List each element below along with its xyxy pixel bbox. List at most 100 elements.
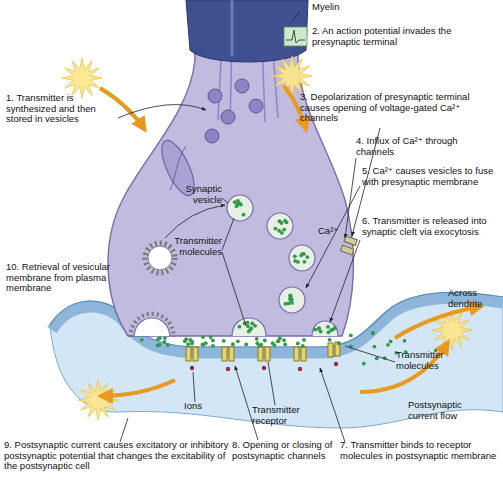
- transmitter-dot: [282, 228, 286, 232]
- axon-vesicle: [208, 89, 222, 103]
- part-label: Across dendrite: [448, 288, 500, 309]
- transmitter-dot: [280, 221, 284, 225]
- transmitter-dot: [188, 338, 192, 342]
- leader-line: [222, 252, 246, 326]
- transmitter-dot: [371, 331, 375, 335]
- transmitter-dot: [373, 345, 377, 349]
- transmitter-dot: [349, 334, 353, 338]
- transmitter-dot: [277, 229, 281, 233]
- transmitter-dot: [201, 342, 205, 346]
- transmitter-dot: [285, 220, 289, 224]
- leader-line: [235, 366, 258, 440]
- callout-text: 2. An action potential invades the presy…: [312, 26, 497, 47]
- ion: [262, 366, 266, 370]
- leader-line: [222, 218, 234, 250]
- receptor-subunit: [265, 347, 270, 361]
- transmitter-dot: [244, 343, 248, 347]
- leader-line: [268, 362, 275, 405]
- transmitter-dot: [190, 342, 194, 346]
- leader-line: [306, 186, 360, 288]
- action-potential-icon: [284, 27, 307, 46]
- mitochondrion-crista: [170, 146, 186, 190]
- transmitter-dot: [293, 254, 297, 258]
- transmitter-dot: [245, 321, 249, 325]
- leader-line: [222, 198, 228, 203]
- transmitter-dot: [257, 344, 261, 348]
- part-label: Transmitter receptor: [252, 405, 310, 426]
- terminal-body: [108, 0, 353, 336]
- current-arrows: [100, 86, 482, 396]
- callout-text: 1. Transmitter is synthesized and then s…: [6, 93, 118, 125]
- callout-text: 6. Transmitter is released into synaptic…: [362, 216, 497, 237]
- receptor-subunit: [294, 347, 299, 361]
- transmitter-dot: [337, 341, 341, 345]
- transmitter-dot: [326, 325, 330, 329]
- leader-line: [165, 205, 225, 238]
- transmitter-dot: [263, 339, 267, 343]
- transmitter-dot: [290, 301, 294, 305]
- callout-text: 10. Retrieval of vesicular membrane from…: [6, 262, 146, 294]
- transmitter-dot: [166, 343, 170, 347]
- endocytic-pit: [134, 318, 170, 336]
- transmitter-dot: [290, 298, 294, 302]
- ion: [190, 366, 194, 370]
- receptor-subunit: [258, 347, 263, 361]
- axon-vesicle: [235, 79, 249, 93]
- part-label: Synaptic vesicle: [166, 184, 222, 205]
- action-potential-burst: [62, 58, 102, 98]
- transmitter-dot: [386, 343, 390, 347]
- transmitter-dot: [299, 254, 303, 258]
- transmitter-dot: [277, 339, 281, 343]
- clathrin-coat: [145, 243, 175, 273]
- ion: [298, 367, 302, 371]
- axon-vesicle: [205, 129, 219, 143]
- transmitter-dot: [201, 335, 205, 339]
- transmitter-dot: [305, 255, 309, 259]
- transmitter-dot: [140, 338, 144, 342]
- transmitter-dot: [274, 227, 278, 231]
- axon-vesicle: [249, 99, 263, 113]
- current-arrow: [395, 306, 482, 338]
- callout-text: 8. Opening or closing of postsynaptic ch…: [232, 440, 334, 461]
- transmitter-dot: [282, 338, 286, 342]
- transmitter-dot: [303, 260, 307, 264]
- leader-line: [345, 346, 395, 362]
- leader-lines: [118, 11, 395, 442]
- part-label: Transmitter molecules: [396, 350, 448, 371]
- receptor-subunit: [335, 342, 340, 356]
- transmitter-dot: [371, 332, 375, 336]
- channel-subunit: [344, 236, 357, 246]
- transmitter-dot: [296, 341, 300, 345]
- myelin-highlight: [231, 0, 234, 56]
- transmitter-dot: [333, 326, 337, 330]
- transmitter-dot: [250, 322, 254, 326]
- callout-text: 3. Depolarization of presynaptic termina…: [300, 92, 500, 124]
- exocytosis-omega: [312, 321, 338, 336]
- part-label: Ions: [184, 401, 214, 412]
- ion: [334, 362, 338, 366]
- coated-vesicle: [148, 246, 172, 270]
- synaptic-vesicle: [267, 213, 293, 239]
- synaptic-vesicle: [289, 245, 315, 271]
- part-label: Postsynaptic current flow: [408, 400, 480, 421]
- transmitter-dot: [158, 343, 162, 347]
- receptor-subunit: [186, 347, 191, 361]
- transmitter-dot: [246, 324, 250, 328]
- transmitter-dot: [389, 340, 393, 344]
- leader-line: [193, 372, 195, 402]
- action-potential-burst: [78, 380, 118, 420]
- channel-subunit: [341, 245, 354, 255]
- transmitter-dot: [327, 330, 331, 334]
- ion: [226, 367, 230, 371]
- leader-line: [320, 368, 345, 442]
- endocytic-coat: [130, 314, 174, 337]
- synaptic-vesicle: [279, 287, 305, 313]
- transmitter-dot: [236, 339, 240, 343]
- axon-vesicle: [221, 110, 235, 124]
- ion-label: Ca²⁺: [318, 226, 348, 237]
- transmitter-dot: [242, 213, 246, 217]
- transmitter-dot: [283, 302, 287, 306]
- receptors: [186, 342, 340, 371]
